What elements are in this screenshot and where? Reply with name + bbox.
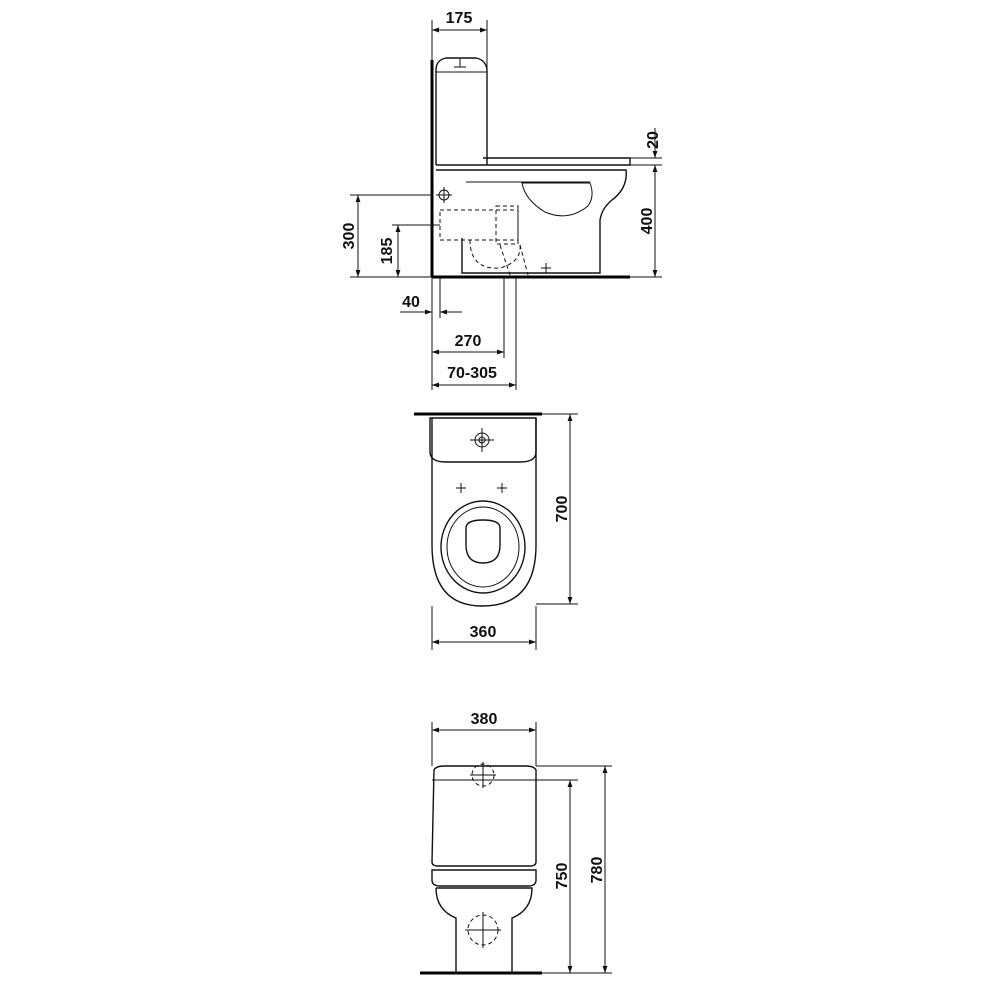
- dim-inlet-height: 300: [341, 194, 432, 278]
- dim-label-270: 270: [455, 333, 482, 350]
- bowl-opening: [465, 519, 501, 564]
- seat-front-outline: [431, 869, 537, 887]
- seat-outline: [436, 157, 631, 166]
- dim-label-380: 380: [471, 711, 498, 728]
- dim-label-20: 20: [645, 131, 662, 149]
- seat-outer: [440, 500, 526, 594]
- top-view: 700 360: [414, 412, 578, 650]
- dim-seat-height: 400: [630, 165, 662, 278]
- floor-fixing-mark: [541, 263, 551, 273]
- flush-button-symbol: [470, 428, 494, 452]
- dim-depth: 700: [536, 413, 578, 605]
- dim-label-70-305: 70-305: [447, 365, 497, 382]
- bowl-inner: [521, 182, 593, 217]
- dim-tank-depth: 175: [431, 10, 488, 160]
- dim-label-400: 400: [639, 208, 656, 235]
- outlet-symbol: [465, 912, 501, 948]
- floor-outlet: [499, 244, 529, 276]
- dim-total-height: 780: [536, 765, 612, 973]
- bowl-top-outline: [431, 418, 537, 607]
- front-flush-button: [470, 762, 496, 788]
- dim-outlet-height: 185: [379, 224, 440, 277]
- cistern-outline: [435, 57, 488, 165]
- dim-label-185: 185: [379, 238, 396, 265]
- outlet-pipe: [439, 209, 519, 241]
- dim-label-780: 780: [589, 857, 606, 884]
- dim-outlet-distance: 270: [431, 277, 505, 390]
- dim-bowl-width: 360: [431, 606, 537, 650]
- dim-label-750: 750: [554, 863, 571, 890]
- outlet-trap: [469, 239, 521, 269]
- outlet-collar: [495, 205, 519, 245]
- dim-tank-width: 380: [431, 711, 537, 766]
- seat-mid: [446, 506, 520, 588]
- dim-cover-thickness: 20: [630, 128, 662, 166]
- dim-label-700: 700: [554, 496, 571, 523]
- dim-wall-gap: 40: [400, 277, 462, 318]
- inlet-symbol: [436, 187, 452, 203]
- side-view: 175 20 400 300 185: [341, 10, 662, 390]
- dim-height-to-tank: 750: [512, 779, 612, 974]
- bowl-front-outline: [435, 887, 533, 973]
- dim-label-300: 300: [341, 223, 358, 250]
- front-view: 380 750 780: [420, 711, 612, 975]
- cistern-front-outline: [431, 765, 537, 867]
- fixing-marks: [456, 483, 507, 493]
- bowl-outline: [436, 169, 627, 274]
- dim-label-360: 360: [470, 624, 497, 641]
- dim-outlet-range: 70-305: [432, 277, 517, 390]
- dim-label-40: 40: [402, 294, 420, 311]
- dim-label-175: 175: [446, 10, 473, 27]
